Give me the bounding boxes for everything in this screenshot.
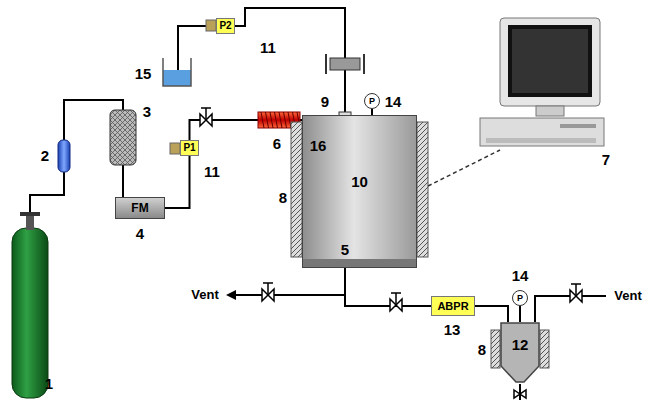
callout-number: 15 [135, 66, 152, 81]
callout-number: 7 [602, 152, 610, 167]
callout-number: 11 [204, 164, 220, 179]
collection-vessel: 12 [500, 322, 540, 384]
pressure-gauge: P [364, 93, 380, 109]
callout-number: 6 [273, 136, 281, 151]
vessel-outline [500, 322, 540, 384]
back-pressure-regulator: ABPR [431, 296, 475, 316]
node-label: P [369, 97, 375, 106]
callout-number: 8 [478, 342, 486, 357]
callout-number: 1 [45, 376, 53, 391]
callout-number: 13 [444, 322, 461, 337]
pressure-pump-box: P2 [216, 18, 235, 34]
pressure-pump-box: P1 [180, 140, 199, 156]
callout-number: 2 [41, 148, 49, 163]
node-label: P [517, 294, 523, 303]
callout-number: 3 [143, 104, 151, 119]
callout-number: 14 [385, 94, 402, 109]
callout-number: 16 [310, 138, 327, 153]
node-label: 12 [512, 337, 529, 352]
callout-number: 9 [321, 94, 329, 109]
pipe-connector [345, 268, 431, 306]
callout-number: 11 [260, 40, 276, 55]
callout-number: 8 [279, 190, 287, 205]
callout-number: Vent [614, 289, 641, 302]
node-label: P1 [183, 143, 195, 153]
node-label: P2 [219, 21, 231, 31]
pressure-gauge: P [512, 290, 528, 306]
pipe-connector [520, 306, 521, 322]
callout-number: Vent [191, 288, 218, 301]
pipe-connector [165, 156, 190, 208]
node-label: FM [131, 202, 148, 214]
porous-plate [303, 259, 416, 267]
flow-meter-box: FM [115, 197, 165, 219]
node-label: ABPR [437, 301, 468, 312]
callout-number: 5 [341, 242, 349, 257]
pipe-connector [475, 306, 508, 322]
callout-number: 4 [136, 226, 144, 241]
node-label: 10 [351, 174, 368, 189]
pipe-connector [235, 8, 345, 115]
callout-number: 14 [512, 268, 529, 283]
